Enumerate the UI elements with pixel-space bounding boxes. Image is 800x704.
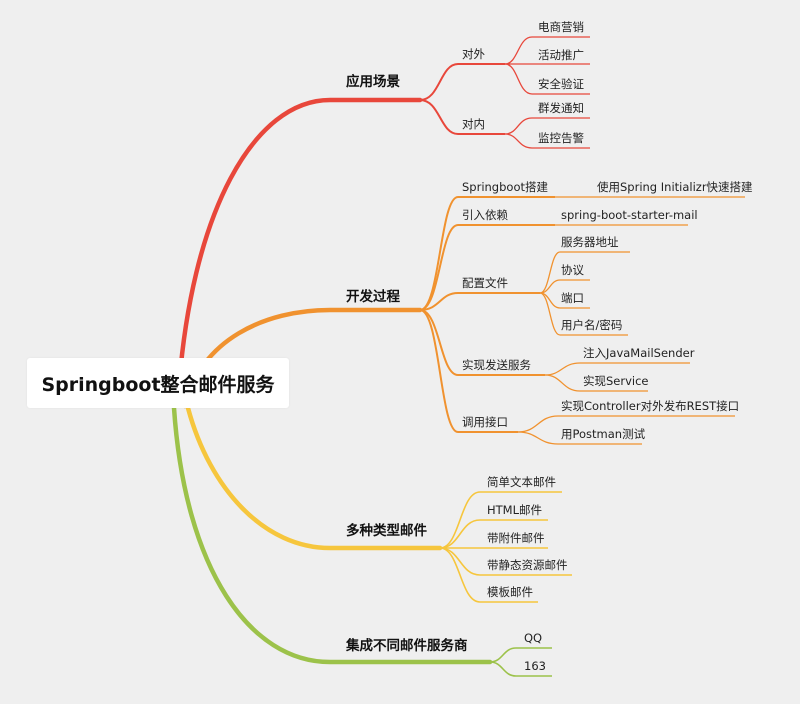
leaf-node: 电商营销 <box>538 20 584 34</box>
link-orange-l2 <box>419 224 555 311</box>
subtopic-node: 调用接口 <box>462 415 508 429</box>
subtopic-node: 引入依赖 <box>462 208 508 222</box>
link-red-l2 <box>419 99 505 135</box>
leaf-node: 端口 <box>561 291 584 305</box>
link-red-l3 <box>504 63 590 95</box>
link-orange-l3 <box>539 279 590 294</box>
subtopic-node: 对内 <box>462 117 485 131</box>
subtopic-node: 163 <box>524 659 546 673</box>
trunk-yellow <box>185 405 443 551</box>
link-yellow-l2 <box>439 519 548 549</box>
leaf-node: 注入JavaMailSender <box>583 346 695 360</box>
link-orange-l3 <box>544 362 690 376</box>
link-yellow-l2 <box>439 547 572 576</box>
leaf-node: 监控告警 <box>538 131 584 145</box>
link-orange-l3 <box>539 292 628 336</box>
link-orange-l3 <box>544 374 648 392</box>
link-red-l3 <box>504 117 590 135</box>
link-red-l3 <box>504 133 590 149</box>
leaf-node: 使用Spring Initializr快速搭建 <box>597 180 753 194</box>
leaf-node: spring-boot-starter-mail <box>561 208 698 222</box>
subtopic-node: 配置文件 <box>462 276 508 290</box>
subtopic-node: HTML邮件 <box>487 503 543 517</box>
subtopic-node: 简单文本邮件 <box>487 475 556 489</box>
link-orange-l3 <box>517 415 735 433</box>
link-orange-l3 <box>539 251 630 294</box>
subtopic-node: 模板邮件 <box>487 585 533 599</box>
leaf-node: 活动推广 <box>538 48 584 62</box>
branch-node: 多种类型邮件 <box>346 523 427 539</box>
subtopic-node: 实现发送服务 <box>462 358 531 372</box>
subtopic-node: 对外 <box>462 47 485 61</box>
link-yellow-l2 <box>439 547 538 603</box>
subtopic-node: 带附件邮件 <box>487 531 545 545</box>
link-green-l2 <box>489 661 552 677</box>
leaf-node: 用户名/密码 <box>561 318 623 332</box>
trunk-red <box>175 97 423 403</box>
leaf-node: 群发通知 <box>538 101 584 115</box>
link-orange-l2 <box>419 292 540 311</box>
branch-node: 集成不同邮件服务商 <box>346 638 468 654</box>
leaf-node: 实现Service <box>583 374 649 388</box>
leaf-node: 实现Controller对外发布REST接口 <box>561 399 740 413</box>
branch-node: 应用场景 <box>346 74 400 90</box>
leaf-node: 安全验证 <box>538 77 584 91</box>
link-orange-l3 <box>517 431 642 445</box>
link-red-l3 <box>504 36 590 65</box>
link-orange-l2 <box>419 309 545 376</box>
link-red-l2 <box>419 63 505 101</box>
link-orange-l2 <box>419 309 518 433</box>
trunk-green <box>171 405 493 665</box>
subtopic-node: 带静态资源邮件 <box>487 558 568 572</box>
link-green-l2 <box>489 647 552 663</box>
leaf-node: 服务器地址 <box>561 235 619 249</box>
subtopic-node: Springboot搭建 <box>462 180 548 194</box>
link-yellow-l2 <box>439 491 562 549</box>
subtopic-node: QQ <box>524 631 543 645</box>
branch-node: 开发过程 <box>346 289 400 305</box>
leaf-node: 协议 <box>561 263 584 277</box>
root-node: Springboot整合邮件服务 <box>27 358 289 408</box>
leaf-node: 用Postman测试 <box>561 427 646 441</box>
